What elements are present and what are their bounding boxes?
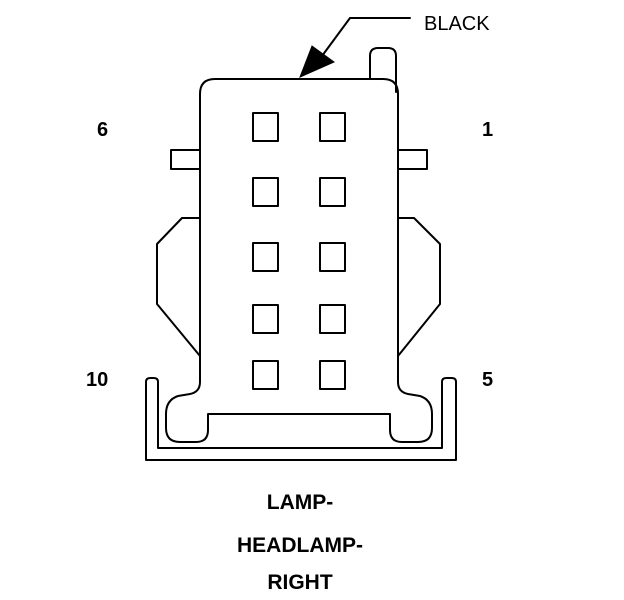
pin-cavity-4 — [319, 304, 346, 334]
pin-label-6: 6 — [97, 119, 108, 141]
top-post — [369, 47, 397, 93]
color-label: BLACK — [424, 13, 490, 35]
outer-bracket — [145, 377, 457, 461]
color-leader-line — [321, 17, 411, 57]
connector-drawing — [145, 17, 457, 461]
pin-cavity-3 — [319, 242, 346, 272]
pin-cavity-8 — [252, 242, 279, 272]
pin-cavity-2 — [319, 177, 346, 207]
pin-label-5: 5 — [482, 369, 493, 391]
pin-cavity-6 — [252, 112, 279, 142]
pin-cavity-5 — [319, 360, 346, 390]
pin-cavity-7 — [252, 177, 279, 207]
pin-label-1: 1 — [482, 119, 493, 141]
pin-cavity-9 — [252, 304, 279, 334]
connector-title-line-3: RIGHT — [267, 571, 333, 594]
pin-cavity-10 — [252, 360, 279, 390]
connector-title-line-2: HEADLAMP- — [237, 534, 363, 557]
right-latch — [397, 217, 441, 357]
left-tab — [170, 149, 201, 170]
connector-housing — [165, 78, 433, 443]
color-leader-arrowhead — [299, 45, 335, 78]
connector-title-line-1: LAMP- — [267, 491, 334, 514]
right-tab — [397, 149, 428, 170]
pin-label-10: 10 — [86, 369, 108, 391]
left-latch — [156, 217, 201, 357]
pin-cavity-1 — [319, 112, 346, 142]
